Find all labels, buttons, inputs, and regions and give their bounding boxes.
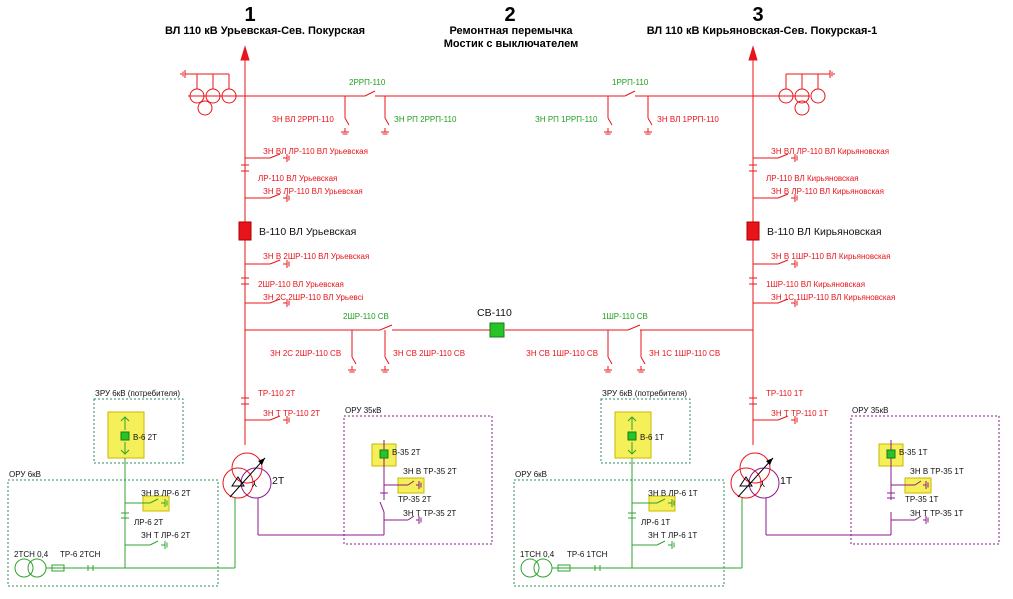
label-sv110: СВ-110 [477,307,512,319]
header-3-number: 3 [752,4,763,26]
oru-6kv-right-box [513,479,725,587]
label-zn-sv-1shr: ЗН СВ 1ШР-110 СВ [526,349,598,358]
label-zn-t-tr35-2t: ЗН Т ТР-35 2Т [403,509,456,518]
breaker-sv110[interactable] [489,322,505,338]
label-left-zn-v-2shr: ЗН В 2ШР-110 ВЛ Урьевская [263,252,369,261]
oru-6kv-left-box [7,479,219,587]
6kv-circuit-left [14,416,236,578]
header-2-number: 2 [504,4,515,26]
label-right-zn-1s: ЗН 1С 1ШР-110 ВЛ Кирьяновская [771,293,895,302]
voltage-transformer-right [778,70,835,116]
label-1tsn: 1ТСН 0,4 [520,550,555,559]
label-right-zn-vl-lr: ЗН ВЛ ЛР-110 ВЛ Кирьяновская [771,147,889,156]
label-zru-left: ЗРУ 6кВ (потребителя) [95,389,180,398]
left-110kv-line [188,45,758,445]
label-2rrp: 2РРП-110 [349,78,386,87]
label-left-zn-v-lr: ЗН В ЛР-110 ВЛ Урьевская [263,187,363,196]
label-right-1shr: 1ШР-110 ВЛ Кирьяновская [766,280,865,289]
label-zn-tr110-1t: ЗН Т ТР-110 1Т [771,409,828,418]
label-tr35-1t: ТР-35 1Т [905,495,938,504]
zru-6kv-right-box [600,398,691,464]
header-2-title-2: Мостик с выключателем [444,38,578,50]
label-zn-tr110-2t: ЗН Т ТР-110 2Т [263,409,320,418]
label-left-zn-vl-lr: ЗН ВЛ ЛР-110 ВЛ Урьевская [263,147,368,156]
label-zn-2s-sv: ЗН 2С 2ШР-110 СВ [270,349,341,358]
voltage-transformer-left [180,70,245,116]
label-tr6-2tsn: ТР-6 2ТСН [60,550,101,559]
label-zn-rp-1rrp: ЗН РП 1РРП-110 [535,115,598,124]
label-lr6-1t: ЛР-6 1Т [641,518,670,527]
label-oru35-right: ОРУ 35кВ [852,406,888,415]
label-right-zn-v-lr: ЗН В ЛР-110 ВЛ Кирьяновская [771,187,884,196]
label-right-zn-v-1shr: ЗН В 1ШР-110 ВЛ Кирьяновская [771,252,890,261]
label-right-lr: ЛР-110 ВЛ Кирьяновская [766,174,859,183]
svg-text:⅄: ⅄ [251,480,257,489]
label-tr6-1tsn: ТР-6 1ТСН [567,550,608,559]
label-right-breaker: В-110 ВЛ Кирьяновская [767,226,882,238]
label-2tsn: 2ТСН 0,4 [14,550,49,559]
label-transformer-2t: 2Т [272,475,285,487]
breaker-v110-left[interactable] [238,221,252,241]
power-transformer-1t[interactable]: ⅄ [730,452,780,499]
label-b35-1t: В-35 1Т [899,448,928,457]
label-zn-rp-2rrp: ЗН РП 2РРП-110 [394,115,457,124]
label-zn-v-lr6-1t: ЗН В ЛР-6 1Т [648,489,698,498]
label-zn-v-tr35-1t: ЗН В ТР-35 1Т [910,467,964,476]
header-3-title: ВЛ 110 кВ Кирьяновская-Сев. Покурская-1 [647,25,878,37]
label-b35-2t: В-35 2Т [392,448,421,457]
label-tr35-2t: ТР-35 2Т [398,495,431,504]
label-b6-2t: В-6 2Т [133,433,157,442]
label-oru35-left: ОРУ 35кВ [345,406,381,415]
label-zn-t-lr6-1t: ЗН Т ЛР-6 1Т [648,531,697,540]
label-zru-right: ЗРУ 6кВ (потребителя) [602,389,687,398]
label-left-zn-2s: ЗН 2С 2ШР-110 ВЛ Урьевсі [263,293,364,302]
label-zn-vl-1rrp: ЗН ВЛ 1РРП-110 [657,115,719,124]
label-b6-1t: В-6 1Т [640,433,664,442]
breaker-v110-right[interactable] [746,221,760,241]
35kv-circuit-right [765,440,929,536]
label-left-2shr: 2ШР-110 ВЛ Урьевская [258,280,344,289]
header-1-title: ВЛ 110 кВ Урьевская-Сев. Покурская [165,25,365,37]
label-oru6-right: ОРУ 6кВ [515,470,547,479]
oru-35kv-left-box [343,415,493,545]
label-tr110-1t: ТР-110 1Т [766,389,803,398]
label-zn-t-tr35-1t: ЗН Т ТР-35 1Т [910,509,963,518]
label-transformer-1t: 1Т [780,475,793,487]
label-left-breaker: В-110 ВЛ Урьевская [259,226,356,238]
header-2-title-1: Ремонтная перемычка [449,25,573,37]
header-1-number: 1 [244,4,255,26]
label-lr6-2t: ЛР-6 2Т [134,518,163,527]
label-zn-sv-2shr: ЗН СВ 2ШР-110 СВ [393,349,465,358]
label-sv-1shr: 1ШР-110 СВ [602,312,648,321]
zru-6kv-left-box [93,398,184,464]
6kv-circuit-right [520,416,743,578]
oru-35kv-right-box [850,415,1000,545]
label-zn-v-tr35-2t: ЗН В ТР-35 2Т [403,467,457,476]
label-oru6-left: ОРУ 6кВ [9,470,41,479]
label-zn-1s-sv: ЗН 1С 1ШР-110 СВ [649,349,720,358]
right-110kv-line [748,45,810,445]
label-left-lr: ЛР-110 ВЛ Урьевская [258,174,337,183]
label-zn-vl-2rrp: ЗН ВЛ 2РРП-110 [272,115,334,124]
label-tr110-2t: ТР-110 2Т [258,389,295,398]
35kv-circuit-left [257,440,422,536]
power-transformer-2t[interactable]: ⅄ [222,452,272,499]
label-zn-v-lr6-2t: ЗН В ЛР-6 2Т [141,489,191,498]
label-zn-t-lr6-2t: ЗН Т ЛР-6 2Т [141,531,190,540]
label-1rrp: 1РРП-110 [612,78,649,87]
label-sv-2shr: 2ШР-110 СВ [343,312,389,321]
svg-text:⅄: ⅄ [759,480,765,489]
